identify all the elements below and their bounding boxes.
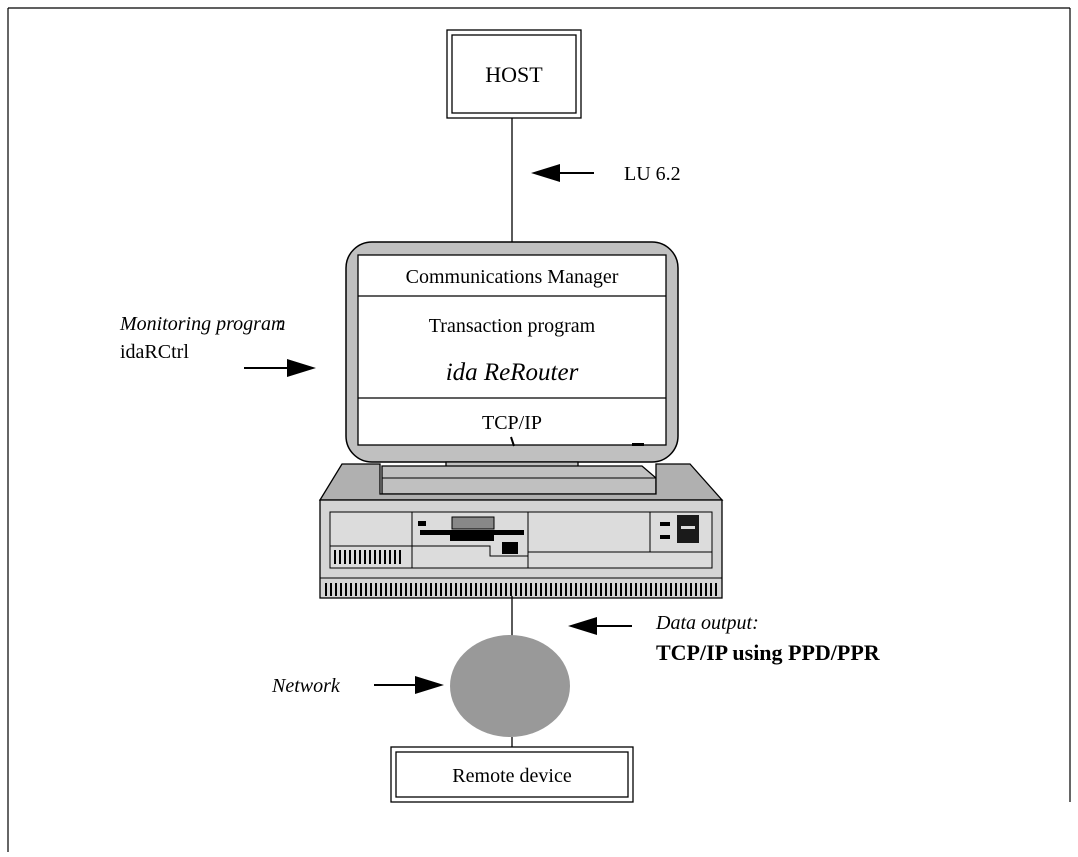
monitoring-program: idaRCtrl: [120, 341, 189, 363]
diagram-frame: [7, 7, 1071, 852]
case-vent-left: [334, 550, 401, 564]
drive-eject-button: [502, 542, 518, 554]
remote-device-box: Remote device: [390, 746, 634, 803]
layer-ida-rerouter: ida ReRouter: [446, 359, 579, 386]
monitoring-colon: :: [278, 313, 284, 335]
network-arrow: [374, 676, 444, 694]
layer-tcpip: TCP/IP: [482, 412, 542, 434]
case-vent-bottom: [325, 583, 717, 596]
power-led-icon: [632, 443, 644, 446]
computer-case: [318, 463, 724, 599]
lu62-arrow: [531, 164, 594, 182]
data-output-arrow: [568, 617, 632, 635]
layer-communications-manager: Communications Manager: [406, 266, 619, 288]
host-label: HOST: [485, 62, 543, 87]
data-output-value: TCP/IP using PPD/PPR: [656, 640, 881, 665]
monitor-stand: [381, 465, 657, 495]
data-output-caption: Data output:: [655, 612, 759, 634]
protocol-label: LU 6.2: [624, 163, 681, 185]
monitoring-arrow: [244, 359, 316, 377]
layer-transaction-program: Transaction program: [429, 315, 596, 337]
remote-device-label: Remote device: [452, 765, 572, 787]
monitor: Communications Manager Transaction progr…: [345, 241, 679, 495]
monitor-screen: [357, 254, 667, 446]
floppy-slot: [451, 516, 495, 530]
network-label: Network: [271, 675, 341, 697]
network-cloud: [450, 635, 570, 737]
host-box: HOST: [446, 29, 582, 119]
monitoring-caption: Monitoring program: [119, 313, 285, 335]
